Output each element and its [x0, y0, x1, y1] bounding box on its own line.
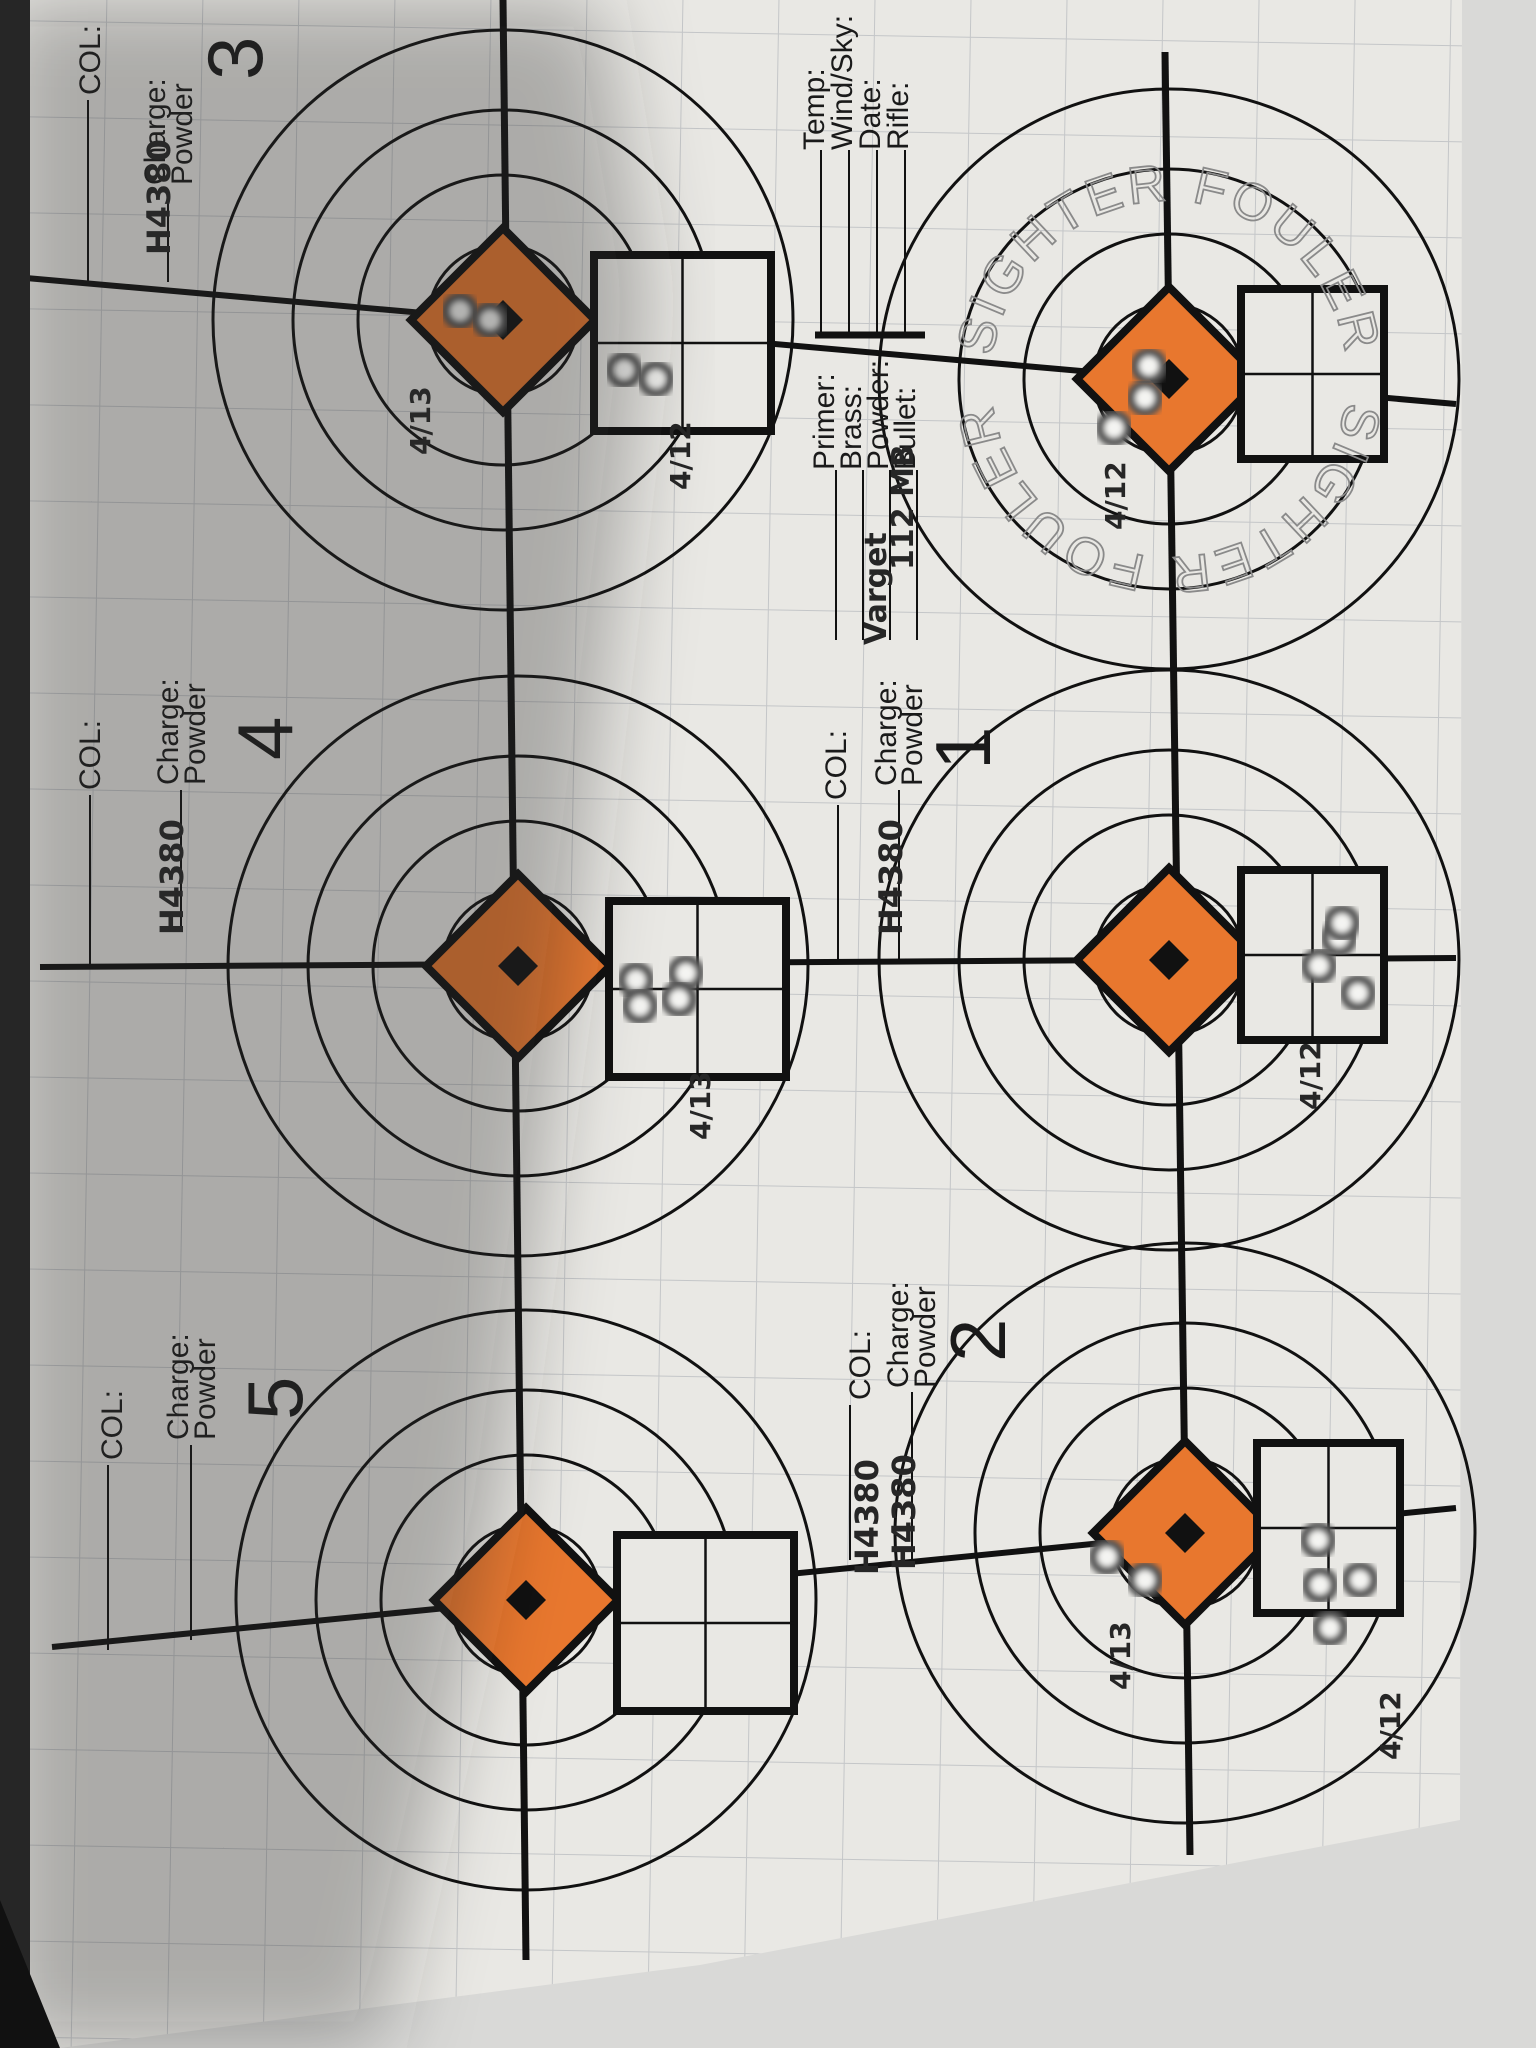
bullet-hole: [1341, 1561, 1379, 1599]
left-edge: [0, 0, 30, 2048]
bullet-hole: [1300, 947, 1338, 985]
charge-value: H4380: [872, 819, 910, 935]
info-date-label: Date:: [854, 78, 887, 150]
target-number: 1: [919, 727, 1007, 770]
center-aim-square: [1149, 940, 1189, 980]
powder-label: Powder: [896, 684, 929, 786]
date-note: 4/12: [1294, 1041, 1327, 1110]
sighter-date-note: 4/12: [1099, 461, 1132, 530]
date-note: 4/12: [664, 421, 697, 490]
target-number: 2: [934, 1319, 1022, 1362]
bullet-hole: [1126, 1561, 1164, 1599]
bullet-hole: [1311, 1609, 1349, 1647]
date-note: 4/13: [684, 1071, 717, 1140]
bullet-hole: [1301, 1566, 1339, 1604]
info-bullet-value: 112 MB: [886, 444, 921, 570]
info-powder-value: Varget: [859, 532, 894, 645]
bullet-hole: [660, 980, 698, 1018]
target-2: [893, 1241, 1477, 1825]
info-bullet-label: Bullet:: [889, 387, 922, 470]
info-powder-label: Powder:: [862, 360, 895, 470]
info-wind-label: Wind/Sky:: [826, 15, 859, 150]
bullet-hole: [637, 360, 675, 398]
powder-label: Powder: [909, 1286, 942, 1388]
info-rifle-label: Rifle:: [882, 82, 915, 150]
info-temp-label: Temp:: [798, 68, 831, 150]
date-note: 4/13: [1104, 1621, 1137, 1690]
corner-dark: [0, 1900, 60, 2048]
scoring-ring: [877, 668, 1461, 1252]
bullet-hole: [621, 987, 659, 1025]
shadow-overlay: [0, 0, 650, 2048]
charge-value: H4380: [885, 1454, 923, 1570]
charge-label: Charge:: [870, 679, 903, 786]
col-label: COL:: [820, 730, 853, 800]
bullet-hole: [1095, 409, 1133, 447]
date-note: 4/12: [1374, 1691, 1407, 1760]
charge-label: Charge:: [882, 1281, 915, 1388]
bullet-hole: [1323, 904, 1361, 942]
info-primer-label: Primer:: [808, 373, 841, 470]
scoring-ring: [893, 1241, 1477, 1825]
bullet-hole: [1299, 1521, 1337, 1559]
bullet-hole: [1088, 1538, 1126, 1576]
center-aim-square: [1165, 1513, 1205, 1553]
bullet-hole: [1130, 347, 1168, 385]
col-label: COL:: [844, 1330, 877, 1400]
target-1: [877, 668, 1461, 1252]
info-brass-label: Brass:: [835, 385, 868, 470]
col-value: H4380: [848, 1459, 886, 1575]
bullet-hole: [1339, 974, 1377, 1012]
center-aim-square: [506, 1580, 546, 1620]
bullet-hole: [1126, 379, 1164, 417]
